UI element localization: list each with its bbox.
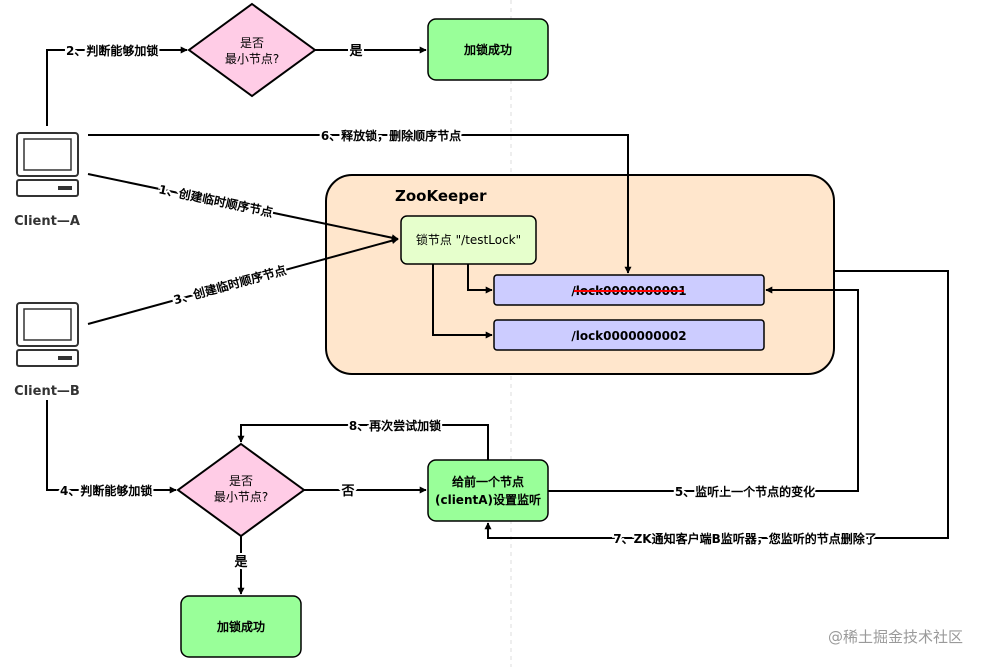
zookeeper-title: ZooKeeper [395,187,487,205]
edge-step7 [484,270,949,539]
edge-step8 [237,424,489,460]
success-box-top [427,18,549,81]
edge-lock-to-seq1 [467,264,493,294]
edge-step1-label: 1、创建临时顺序节点 [157,181,274,219]
watch-box-line-2: (clientA)设置监听 [435,492,541,507]
edge-step1 [87,173,399,242]
decision-bottom-line-1: 是否 [229,474,253,488]
edge-step5 [548,286,859,492]
edge-yes-top-label: 是 [348,44,363,59]
lock-node-label: 锁节点 "/testLock" [416,232,521,247]
watch-box-line-1: 给前一个节点 [452,474,524,489]
edge-step5-label: 5、监听上一个节点的变化 [675,484,815,499]
success-box-top-label: 加锁成功 [463,42,512,57]
edge-step6 [88,134,632,274]
edge-step3 [87,237,399,325]
edge-step4 [46,400,177,494]
seq-node-2 [493,319,765,351]
decision-top-line-1: 是否 [240,36,264,50]
edge-step8-label: 8、再次尝试加锁 [349,418,441,433]
client-a-computer-icon [16,132,79,197]
success-box-bottom-label: 加锁成功 [216,619,265,634]
edge-step6-label: 6、释放锁，删除顺序节点 [321,128,461,143]
edge-yes-bottom-label: 是 [233,555,248,570]
decision-top [187,2,317,98]
watch-box [427,459,549,522]
client-b-label: Client—B [14,384,80,399]
decision-top-line-2: 最小节点? [225,52,279,66]
edge-step2 [46,46,188,126]
success-box-bottom [180,595,302,658]
seq-node-2-label: /lock0000000002 [571,329,686,343]
edge-step3-label: 3、创建临时顺序节点 [172,262,288,307]
edge-step7-label: 7、ZK通知客户端B监听器，您监听的节点删除了 [613,531,877,546]
client-b-computer-icon [16,302,79,367]
watermark: @稀土掘金技术社区 [828,628,963,646]
edge-no-bottom-label: 否 [340,484,354,499]
client-a-label: Client—A [14,214,80,229]
edge-step4-label: 4、判断能够加锁 [60,483,152,498]
edge-step2-label: 2、判断能够加锁 [66,43,158,58]
decision-bottom-line-2: 最小节点? [214,490,268,504]
edge-lock-to-seq2 [432,264,493,339]
